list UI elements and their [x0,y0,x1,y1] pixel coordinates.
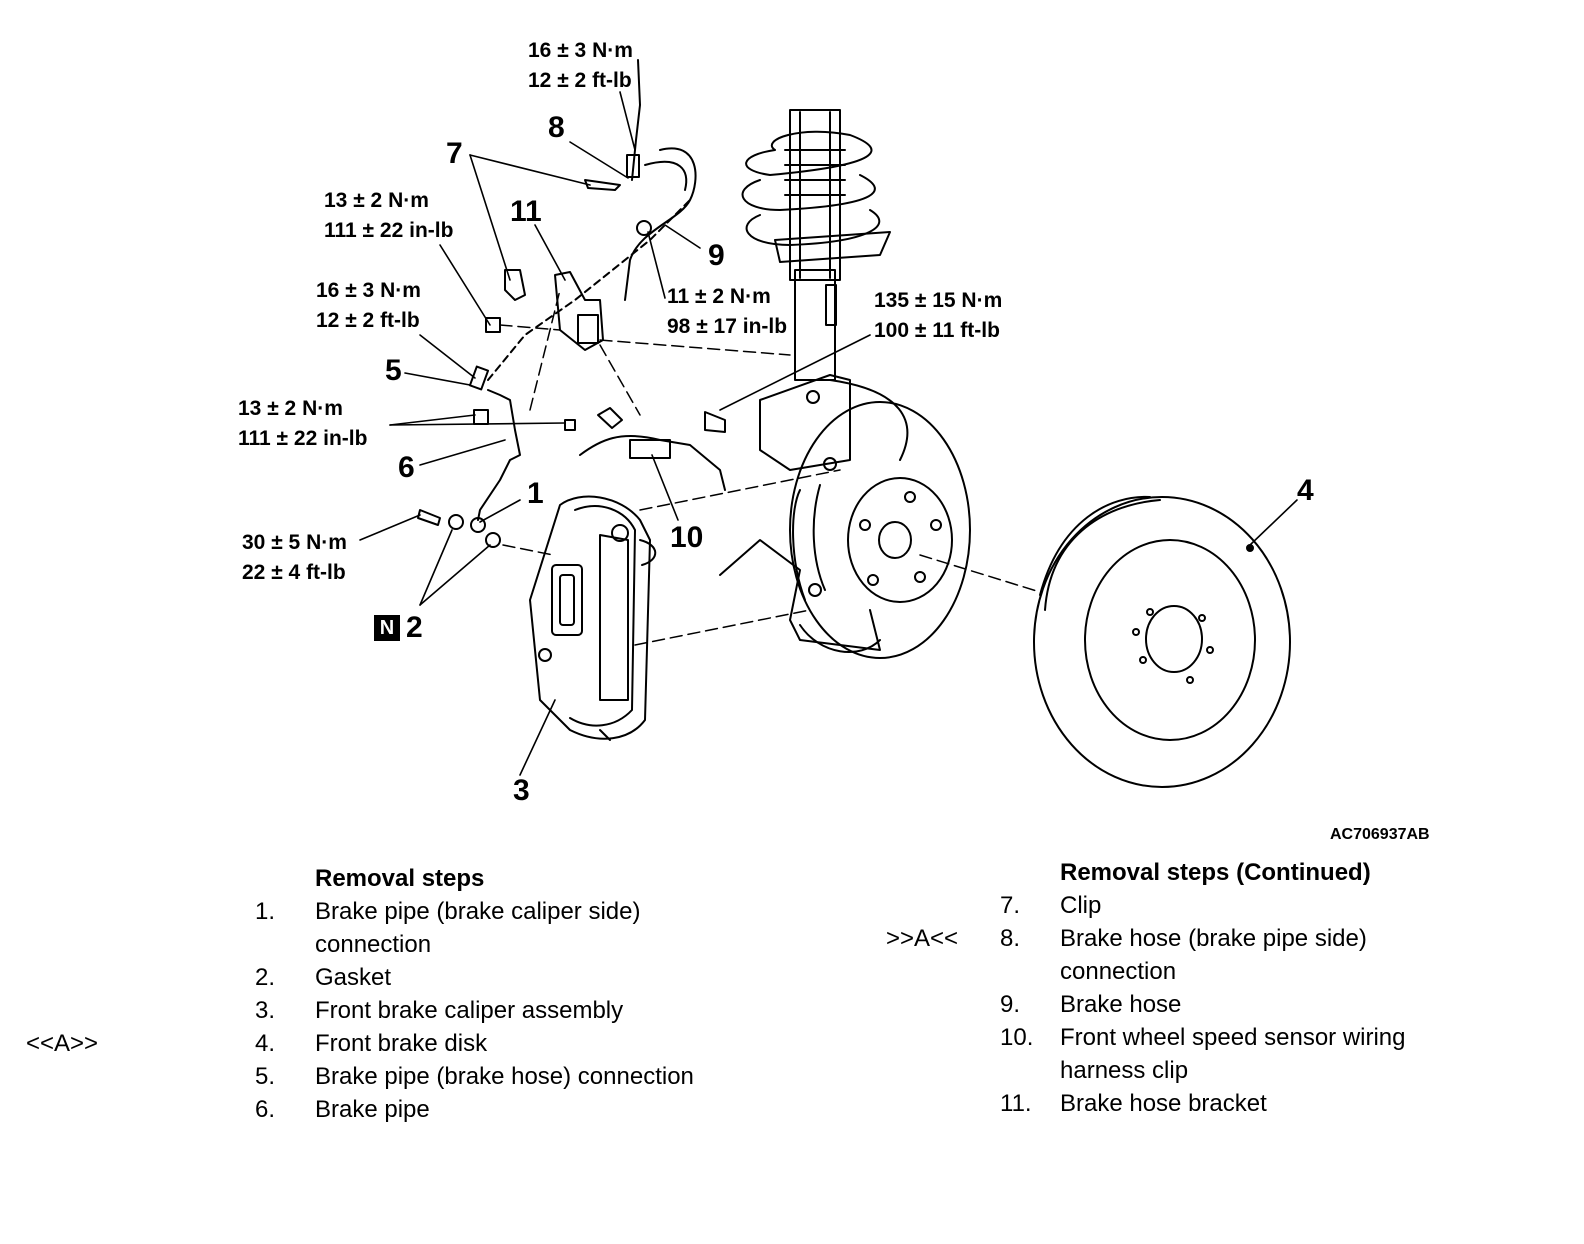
step-text: Brake hose bracket [1060,1090,1267,1117]
callout-8: 8 [548,111,565,144]
torque-metric: 11 ± 2 N·m [667,285,771,308]
torque-metric: 13 ± 2 N·m [238,397,343,420]
torque-imperial: 12 ± 2 ft-lb [316,309,420,332]
torque-metric: 16 ± 3 N·m [528,39,633,62]
callout-2-replace: N 2 [374,611,423,645]
alignment-lines [499,289,1041,646]
torque-label-clip-bolts: 13 ± 2 N·m 111 ± 22 in-lb [238,394,367,454]
torque-metric: 13 ± 2 N·m [324,189,429,212]
list-item: 3. Front brake caliper assembly [255,994,694,1027]
torque-label-bracket-bolt: 13 ± 2 N·m 111 ± 22 in-lb [324,186,453,246]
note-right: >>A<< [886,925,959,952]
knuckle-hub-illustration [719,374,971,659]
torque-metric: 30 ± 5 N·m [242,531,347,554]
step-num: 9. [1000,991,1021,1018]
hose-bracket-clip-illustration [473,179,726,491]
removal-steps-right: Removal steps (Continued) 7. Clip 8. Brake… [1000,856,1406,1120]
callout-1: 1 [527,477,544,510]
list-item: 5. Brake pipe (brake hose) connection [255,1060,694,1093]
list-item: 11. Brake hose bracket [1000,1087,1406,1120]
step-text: Brake pipe (brake hose) connection [315,1063,694,1090]
list-item: 4. Front brake disk [255,1027,694,1060]
removal-steps-heading: Removal steps [315,865,485,892]
brake-pipe-hose-illustration [468,59,697,521]
torque-imperial: 12 ± 2 ft-lb [528,69,632,92]
step-text: connection [1060,958,1177,985]
brake-assembly-diagram [359,59,1298,788]
list-item: 2. Gasket [255,961,694,994]
list-item: 6. Brake pipe [255,1093,694,1126]
heading-row: Removal steps [255,862,694,895]
list-item-cont: connection [1000,955,1406,988]
note-left: <<A>> [26,1030,99,1057]
list-item-cont: connection [255,928,694,961]
torque-imperial: 98 ± 17 in-lb [667,315,788,338]
step-num: 7. [1000,892,1021,919]
callout-9: 9 [708,239,725,272]
step-text: Brake hose [1060,991,1182,1018]
replace-part-icon: N [374,615,400,641]
removal-steps-left: Removal steps 1. Brake pipe (brake calipe… [255,862,694,1126]
callout-5: 5 [385,354,402,387]
list-item: 1. Brake pipe (brake caliper side) [255,895,694,928]
list-item: 10. Front wheel speed sensor wiring [1000,1021,1406,1054]
list-item: 8. Brake hose (brake pipe side) [1000,922,1406,955]
step-num: 2. [255,964,276,991]
callout-6: 6 [398,451,415,484]
step-text: Clip [1060,892,1102,919]
step-num: 10. [1000,1024,1034,1051]
callout-2: 2 [406,611,423,644]
step-text: Gasket [315,964,392,991]
callout-3: 3 [513,774,530,807]
torque-label-pipe-connector: 16 ± 3 N·m 12 ± 2 ft-lb [528,36,633,96]
torque-label-pipe-5: 16 ± 3 N·m 12 ± 2 ft-lb [316,276,421,336]
callout-11: 11 [510,195,542,228]
step-num: 5. [255,1063,276,1090]
step-num: 3. [255,997,276,1024]
caliper-bolts-illustration [417,509,501,548]
step-text: connection [315,931,432,958]
step-num: 1. [255,898,276,925]
leader-lines [359,91,1298,776]
step-text: Brake hose (brake pipe side) [1060,925,1367,952]
torque-label-hose-9: 11 ± 2 N·m 98 ± 17 in-lb [667,282,787,342]
brake-disk-illustration [1033,495,1291,788]
callout-10: 10 [670,521,704,554]
torque-imperial: 111 ± 22 in-lb [324,219,454,242]
torque-metric: 16 ± 3 N·m [316,279,421,302]
step-num: 11. [1000,1090,1032,1117]
list-item-cont: harness clip [1000,1054,1406,1087]
list-item: 7. Clip [1000,889,1406,922]
step-num: 6. [255,1096,276,1123]
brake-caliper-illustration [529,495,657,741]
torque-label-caliper-bolt: 30 ± 5 N·m 22 ± 4 ft-lb [242,528,347,588]
heading-row: Removal steps (Continued) [1000,856,1406,889]
torque-label-knuckle-bolt: 135 ± 15 N·m 100 ± 11 ft-lb [874,286,1002,346]
figure-code: AC706937AB [1330,826,1430,843]
step-text: Front brake disk [315,1030,488,1057]
step-num: 4. [255,1030,276,1057]
callout-4: 4 [1297,474,1314,507]
step-text: Brake pipe [315,1096,430,1123]
step-num: 8. [1000,925,1021,952]
step-text: Front wheel speed sensor wiring [1060,1024,1406,1051]
list-item: 9. Brake hose [1000,988,1406,1021]
removal-steps-continued-heading: Removal steps (Continued) [1060,859,1371,886]
step-text: harness clip [1060,1057,1189,1084]
torque-imperial: 100 ± 11 ft-lb [874,319,1000,342]
torque-imperial: 111 ± 22 in-lb [238,427,368,450]
strut-spring-illustration [741,109,891,381]
step-text: Front brake caliper assembly [315,997,624,1024]
torque-metric: 135 ± 15 N·m [874,289,1003,312]
callout-7: 7 [446,137,463,170]
torque-imperial: 22 ± 4 ft-lb [242,561,346,584]
step-text: Brake pipe (brake caliper side) [315,898,641,925]
